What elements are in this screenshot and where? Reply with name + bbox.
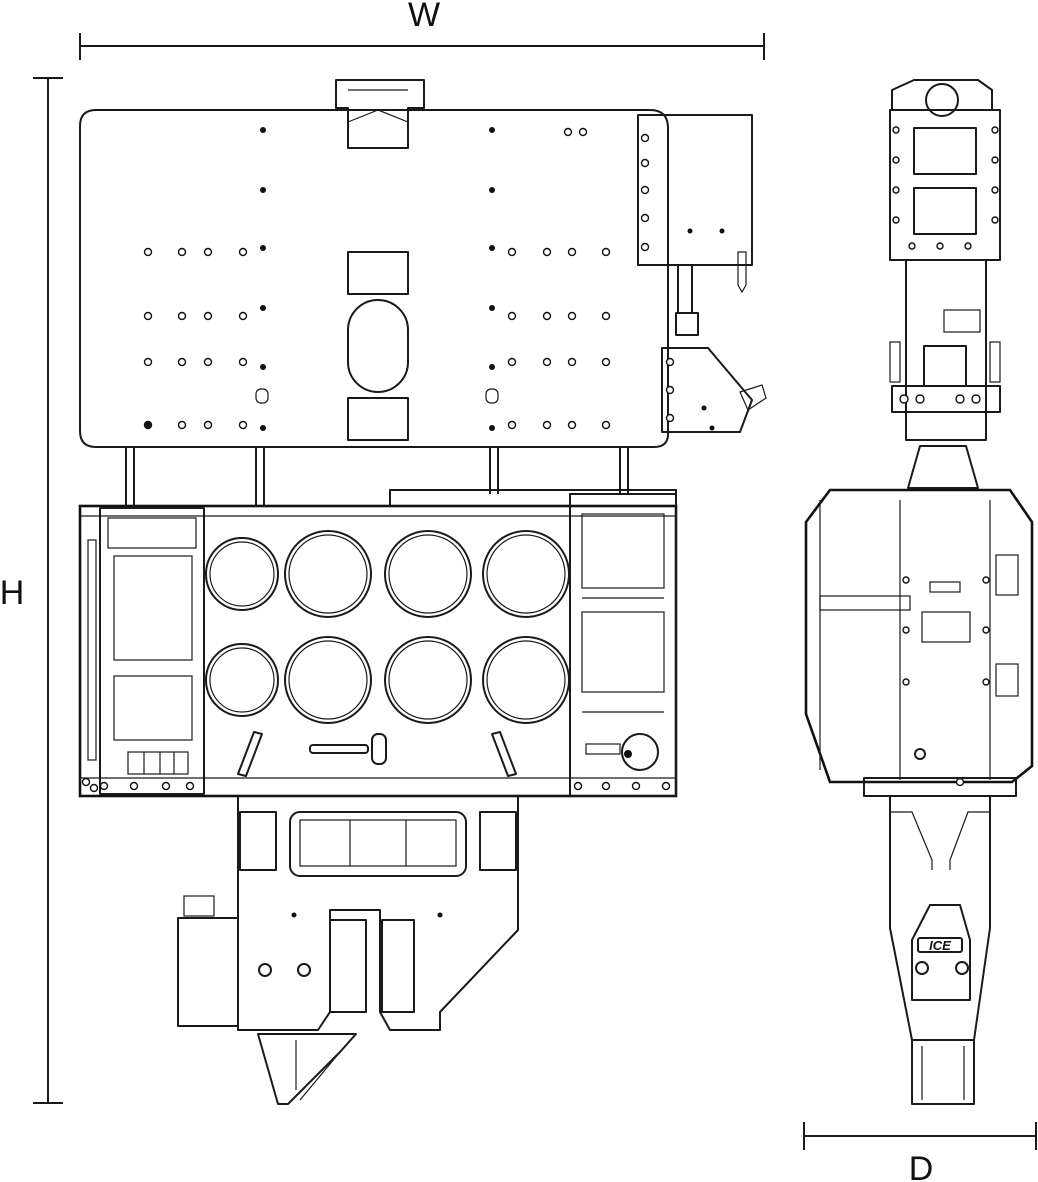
dimension-width: W <box>79 0 765 60</box>
width-label: W <box>408 0 440 34</box>
depth-label: D <box>909 1150 934 1182</box>
support-rods <box>125 447 629 506</box>
ice-logo: ICE <box>917 937 963 953</box>
clamp-assembly <box>177 795 519 1105</box>
height-label: H <box>0 574 24 612</box>
ice-logo-text: ICE <box>929 938 951 953</box>
side-view: ICE <box>804 79 1034 1105</box>
suppressor-plate <box>79 79 767 448</box>
dimension-depth: D <box>803 1122 1037 1182</box>
eccentric-weights <box>205 530 570 724</box>
dimension-height: H <box>0 77 63 1104</box>
gearbox-housing <box>78 489 678 798</box>
plate-bolts <box>143 127 611 431</box>
front-view <box>78 79 767 1105</box>
